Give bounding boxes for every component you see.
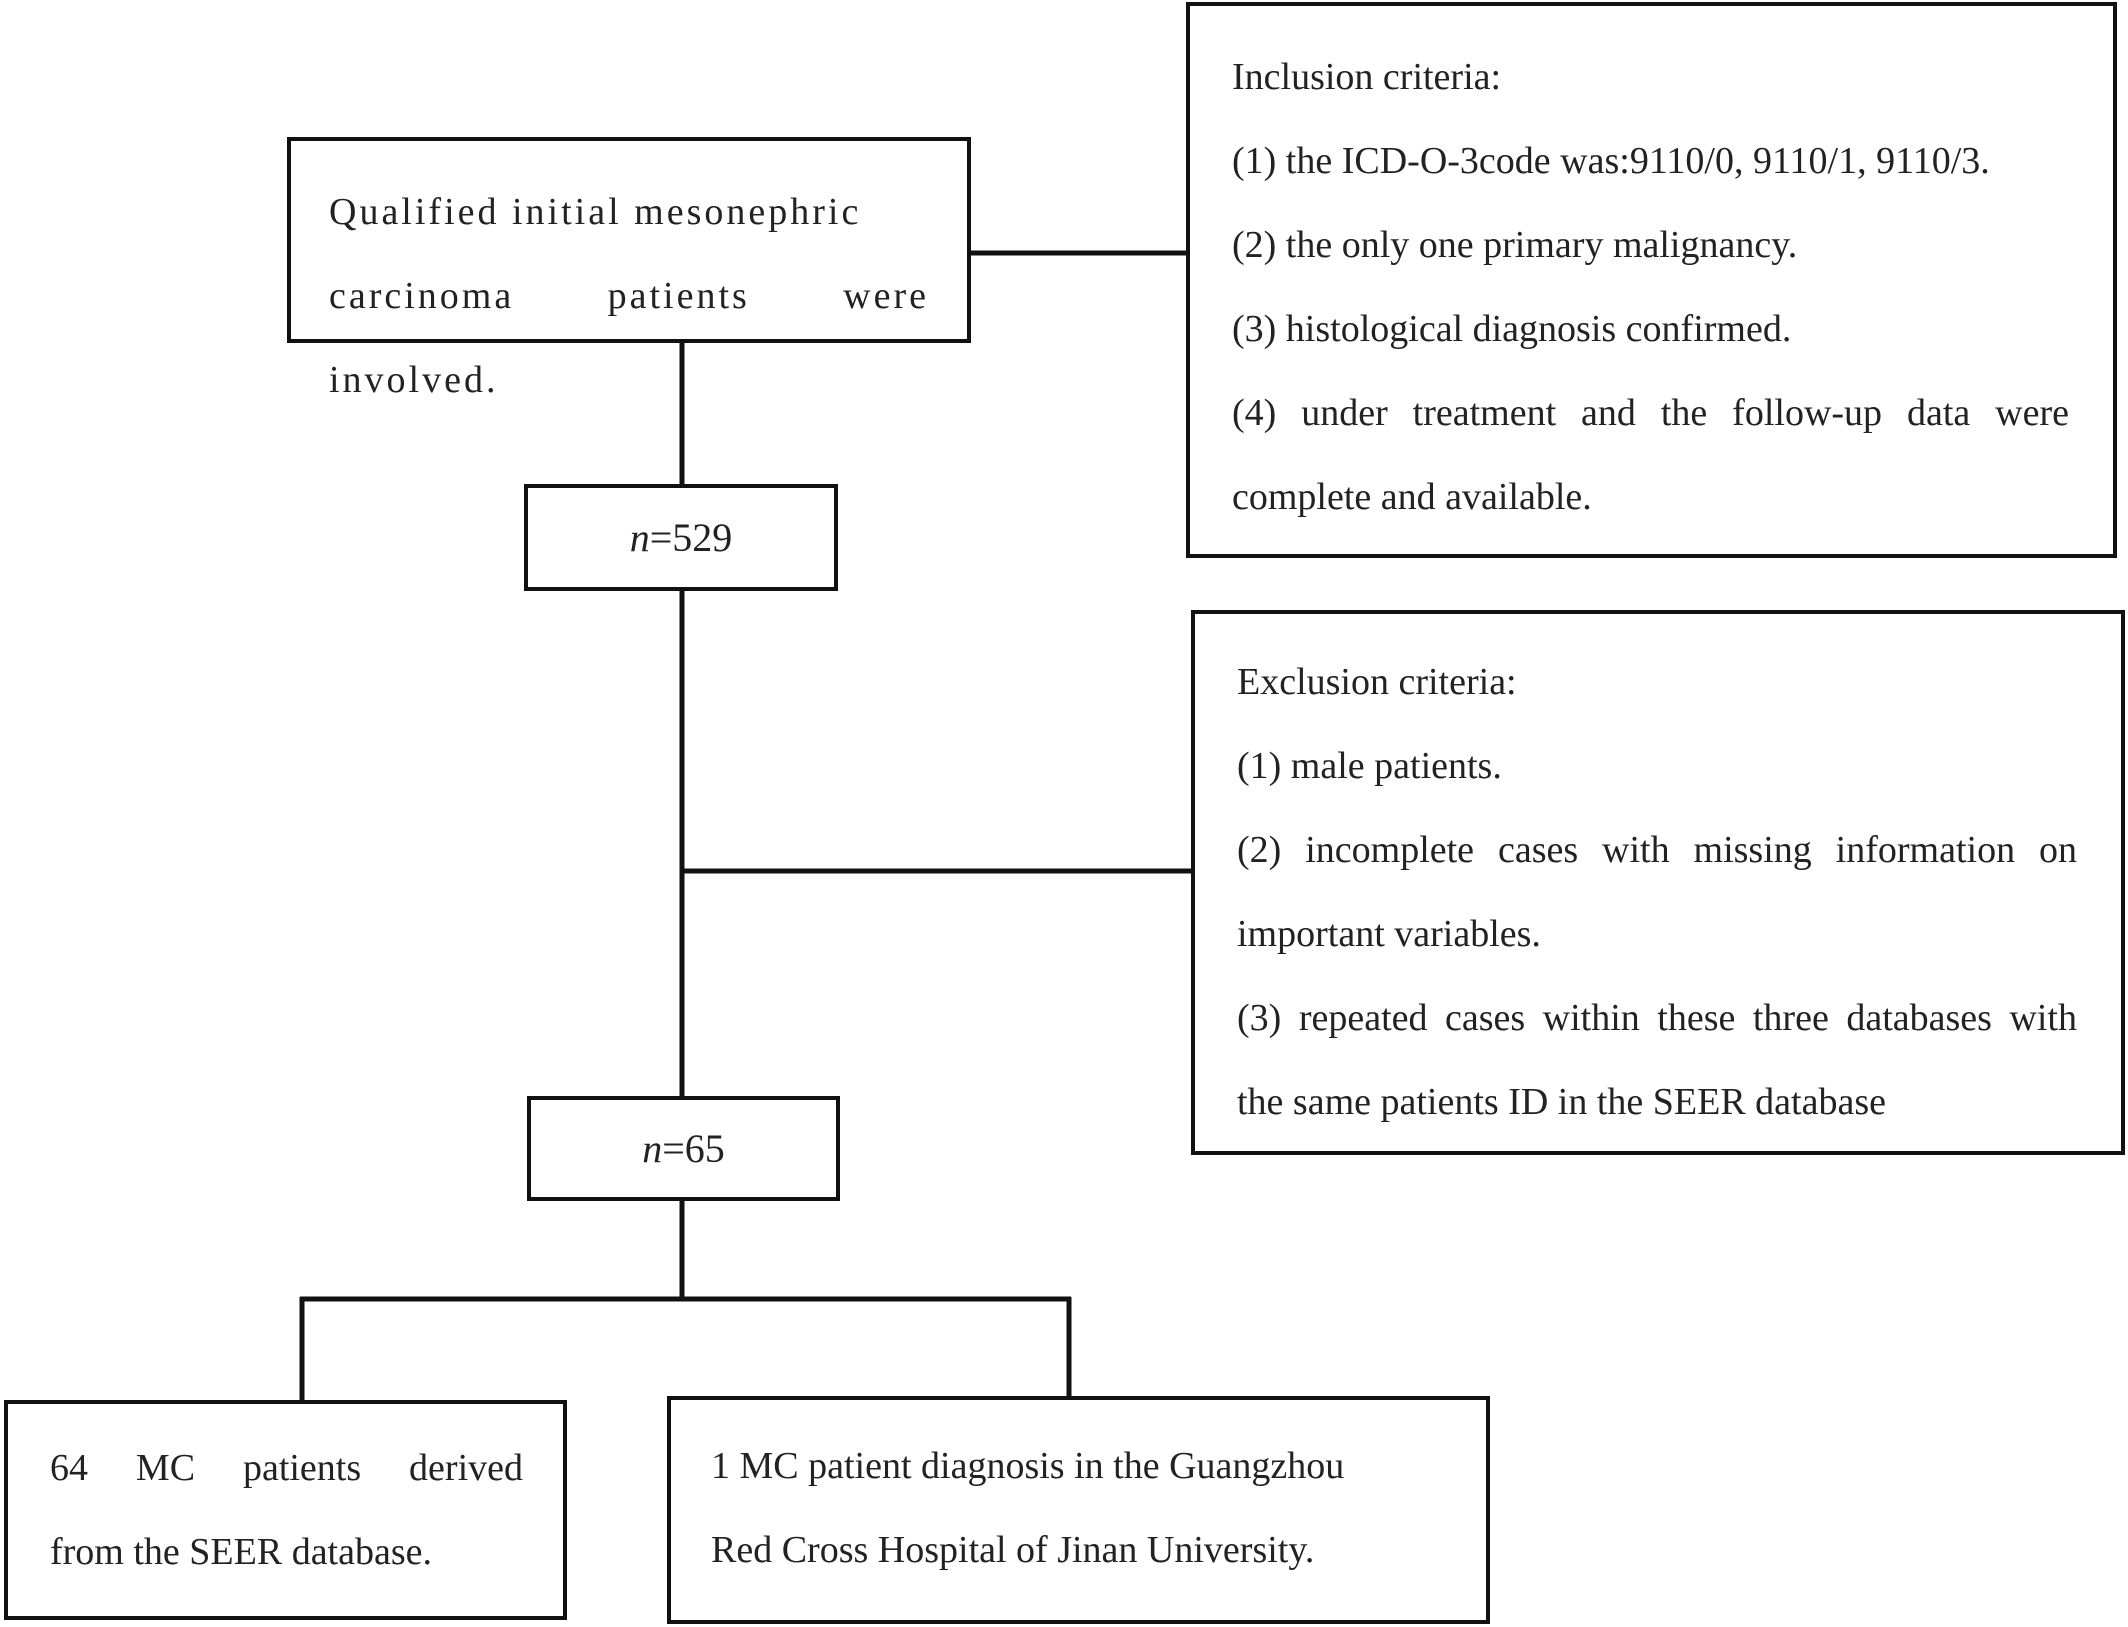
seer-line-2: from the SEER database. xyxy=(50,1531,433,1573)
box-count-65: n=65 xyxy=(527,1096,840,1201)
exclusion-item-2-line-1: (2) incomplete cases with missing inform… xyxy=(1237,829,2077,871)
count-529-variable: n xyxy=(629,514,650,560)
inclusion-item-2: (2) the only one primary malignancy. xyxy=(1232,224,1798,266)
exclusion-item-2-line-2: important variables. xyxy=(1237,913,1541,955)
box-inclusion-criteria: Inclusion criteria: (1) the ICD-O-3code … xyxy=(1186,2,2117,558)
box-qualified-patients: Qualified initial mesonephric carcinoma … xyxy=(287,137,971,401)
box-exclusion-criteria: Exclusion criteria: (1) male patients. (… xyxy=(1191,610,2125,1155)
box-count-529: n=529 xyxy=(524,484,838,591)
box-hospital-patient: 1 MC patient diagnosis in the Guangzhou … xyxy=(667,1396,1490,1624)
box-qualified-line-1: Qualified initial mesonephric xyxy=(329,191,862,233)
seer-line-1: 64 MC patients derived xyxy=(50,1447,523,1489)
exclusion-heading: Exclusion criteria: xyxy=(1237,661,1517,703)
count-65-variable: n xyxy=(642,1125,663,1171)
exclusion-item-3-line-1: (3) repeated cases within these three da… xyxy=(1237,997,2077,1039)
count-529-label: n=529 xyxy=(629,514,733,560)
inclusion-heading: Inclusion criteria: xyxy=(1232,56,1502,98)
inclusion-item-1: (1) the ICD-O-3code was:9110/0, 9110/1, … xyxy=(1232,140,1990,182)
inclusion-item-3: (3) histological diagnosis confirmed. xyxy=(1232,308,1792,350)
exclusion-item-3-line-2: the same patients ID in the SEER databas… xyxy=(1237,1081,1886,1123)
count-529-value: =529 xyxy=(649,514,733,560)
exclusion-item-1: (1) male patients. xyxy=(1237,745,1502,787)
inclusion-item-4-line-1: (4) under treatment and the follow-up da… xyxy=(1232,392,2069,434)
inclusion-item-4-line-2: complete and available. xyxy=(1232,476,1592,518)
box-seer-patients: 64 MC patients derived from the SEER dat… xyxy=(4,1400,567,1620)
box-qualified-line-2: carcinoma patients were involved. xyxy=(329,275,929,401)
count-65-label: n=65 xyxy=(642,1125,725,1171)
count-65-value: =65 xyxy=(662,1125,725,1171)
hospital-line-2: Red Cross Hospital of Jinan University. xyxy=(711,1529,1315,1571)
hospital-line-1: 1 MC patient diagnosis in the Guangzhou xyxy=(711,1445,1345,1487)
